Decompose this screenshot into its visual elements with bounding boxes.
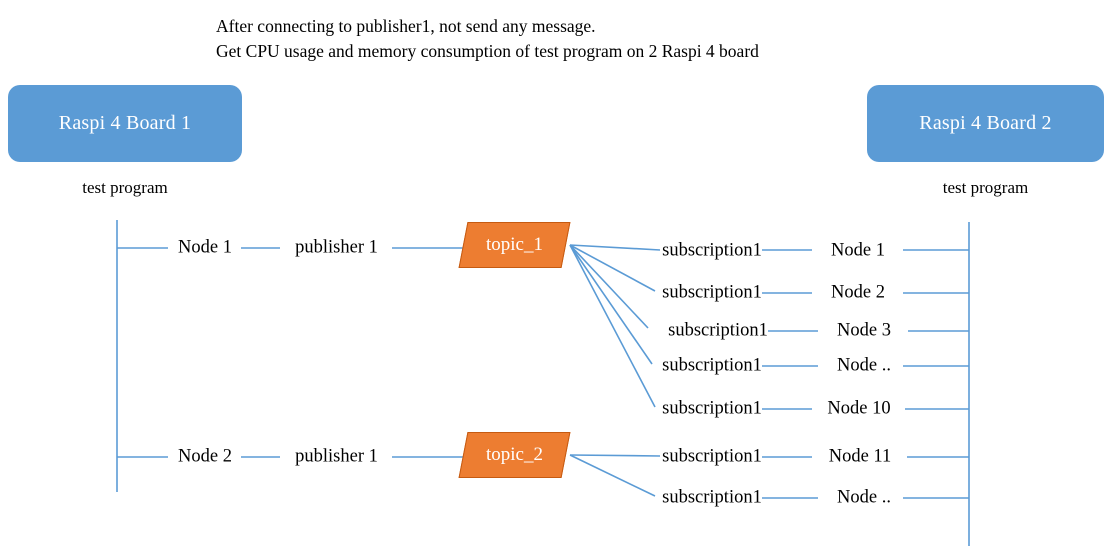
subscription-label-2: subscription1 <box>662 282 762 303</box>
title-line-2: Get CPU usage and memory consumption of … <box>216 41 759 61</box>
subscription-label-4: subscription1 <box>662 355 762 376</box>
topic-shape-topic-1[interactable]: topic_1 <box>458 222 571 268</box>
diagram-title: After connecting to publisher1, not send… <box>216 14 1036 64</box>
subscription-label-3: subscription1 <box>668 320 768 341</box>
subscription-label-1: subscription1 <box>662 240 762 261</box>
publisher-node-1-label: Node 1 <box>178 237 232 258</box>
subscription-label-5: subscription1 <box>662 398 762 419</box>
publisher-1-label-bottom: publisher 1 <box>295 446 378 467</box>
board-raspi-4-board-2[interactable]: Raspi 4 Board 2 <box>867 85 1104 162</box>
board-right-label: Raspi 4 Board 2 <box>919 112 1052 134</box>
fan-topic1-sub3 <box>569 244 649 329</box>
fan-topic2-sub2 <box>569 454 656 497</box>
fan-topic1-sub2 <box>569 244 656 292</box>
board-left-label: Raspi 4 Board 1 <box>58 112 192 134</box>
fan-topic1-sub5 <box>569 244 656 408</box>
topic-1-label: topic_1 <box>486 234 543 255</box>
fan-topic1-sub4 <box>569 244 653 365</box>
topic-shape-topic-2[interactable]: topic_2 <box>458 432 571 478</box>
board-left-caption: test program <box>82 178 168 197</box>
subscriber-node-label-3: Node 3 <box>837 320 891 341</box>
topic-2-label: topic_2 <box>486 444 543 465</box>
subscription-label-7: subscription1 <box>662 487 762 508</box>
title-line-1: After connecting to publisher1, not send… <box>216 16 596 36</box>
publisher-1-label-top: publisher 1 <box>295 237 378 258</box>
board-right-caption: test program <box>942 178 1029 197</box>
subscriber-node-label-2: Node 2 <box>831 282 885 303</box>
subscriber-node-label-4: Node .. <box>837 355 891 376</box>
subscriber-node-label-5: Node 10 <box>827 398 891 419</box>
subscriber-node-label-1: Node 1 <box>831 240 885 261</box>
subscription-label-6: subscription1 <box>662 446 762 467</box>
fan-topic2-sub1 <box>569 454 661 457</box>
board-raspi-4-board-1[interactable]: Raspi 4 Board 1 <box>8 85 242 162</box>
subscriber-node-label-7: Node .. <box>837 487 891 508</box>
fan-topic1-sub1 <box>569 244 661 251</box>
subscriber-node-label-6: Node 11 <box>828 446 892 467</box>
publisher-node-2-label: Node 2 <box>178 446 232 467</box>
